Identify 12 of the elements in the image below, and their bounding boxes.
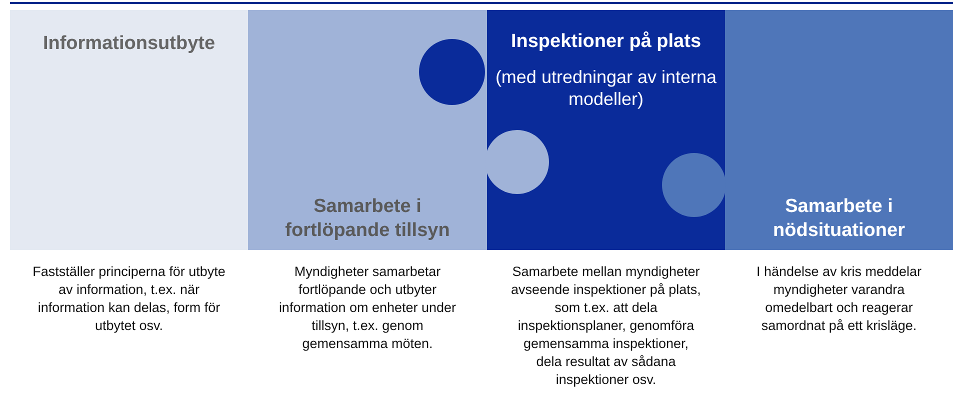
puzzle-piece: [725, 10, 953, 250]
piece-heading: Samarbete i nödsituationer: [772, 195, 906, 243]
description-text: Samarbete mellan myndigheter avseende inspektioner på plats, som t.ex. att dela inspektionsplaner, genomföra gemensamma inspektioner, dela resultat av sådana inspektioner osv.: [510, 263, 702, 389]
puzzle-piece: [248, 10, 487, 250]
piece-heading: Inspektioner på plats: [510, 30, 702, 54]
piece-heading: Samarbete i fortlöpande tillsyn: [284, 195, 451, 243]
piece-subheading: (med utredningar av interna modeller): [494, 66, 718, 110]
description-text: Fastställer principerna för utbyte av information, t.ex. när information kan delas, form för utbytet osv.: [32, 263, 226, 335]
description-text: Myndigheter samarbetar fortlöpande och utbyter information om enheter under tillsyn, t.ex. genom gemensamma möten.: [278, 263, 458, 353]
piece-heading: Informationsutbyte: [42, 32, 216, 56]
description-text: I händelse av kris meddelar myndigheter varandra omedelbart och reagerar samordnat på ett krisläge.: [755, 263, 923, 335]
puzzle-piece: [10, 10, 248, 250]
